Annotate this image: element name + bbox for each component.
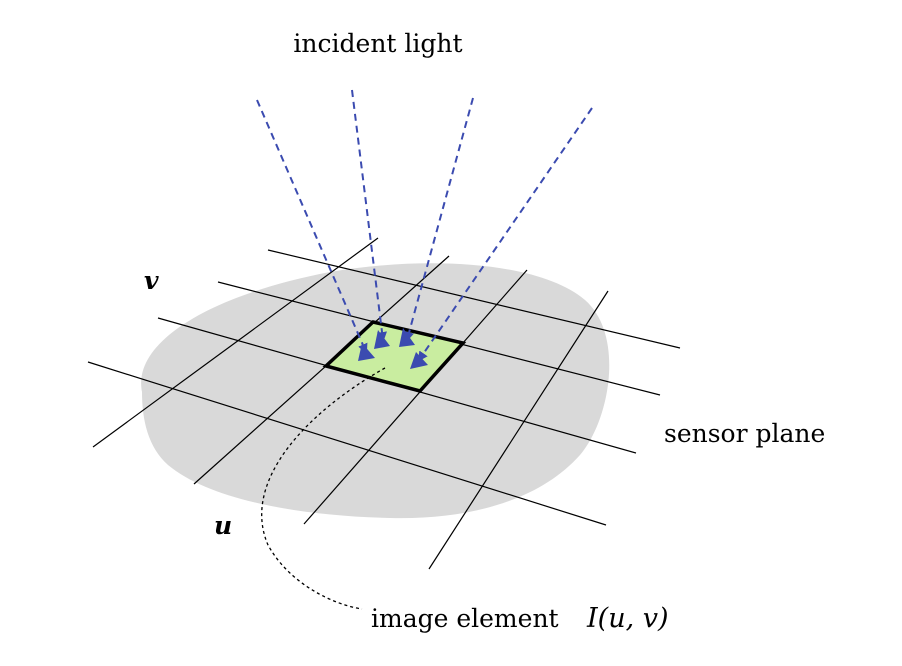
label-incident-light: incident light — [293, 29, 462, 58]
sensor-plane-shape — [141, 263, 610, 519]
label-axis-v: v — [144, 266, 159, 295]
grid-line-v-4 — [428, 290, 609, 570]
grid-line-u-1 — [267, 249, 681, 349]
leader-line — [261, 367, 386, 610]
label-image-element: image element — [371, 604, 559, 633]
grid-line-u-4 — [87, 361, 607, 526]
incident-rays — [256, 89, 593, 362]
grid-line-v-3 — [303, 269, 528, 525]
ray-3 — [404, 97, 474, 342]
label-sensor-plane: sensor plane — [664, 419, 825, 448]
pixel-highlight — [322, 320, 467, 393]
grid-v-lines — [92, 237, 609, 570]
ray-4 — [417, 107, 593, 362]
triangle-arrow-icon — [374, 330, 390, 349]
ray-arrowheads — [358, 328, 428, 369]
ray-1 — [256, 99, 368, 354]
grid-line-v-1 — [92, 237, 379, 448]
label-image-element-symbol: I(u, v) — [586, 603, 669, 634]
grid-line-v-2 — [193, 255, 450, 485]
triangle-arrow-icon — [399, 328, 415, 347]
triangle-arrow-icon — [358, 343, 375, 361]
label-axis-u: u — [214, 511, 232, 540]
ray-2 — [351, 89, 387, 342]
triangle-arrow-icon — [410, 352, 428, 369]
